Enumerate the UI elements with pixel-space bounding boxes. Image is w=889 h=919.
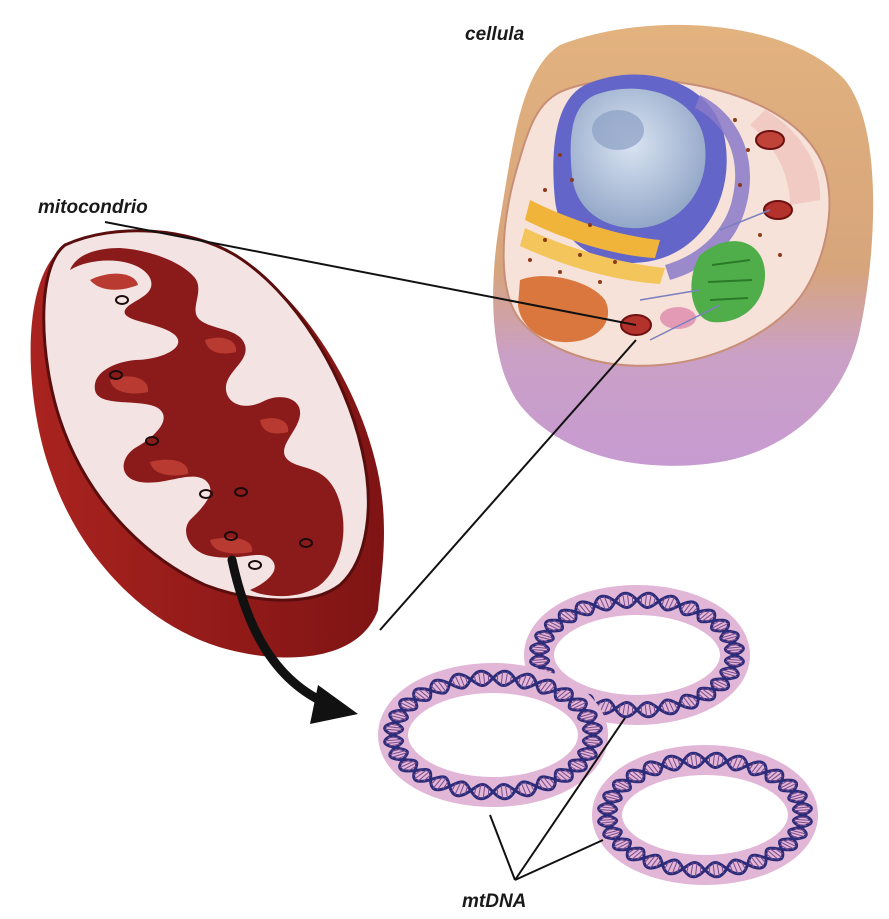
- nucleolus: [592, 110, 644, 150]
- mtdna-label: mtDNA: [462, 891, 526, 912]
- cell-illustration: [493, 25, 873, 466]
- base-pair: [488, 674, 489, 683]
- mtdna-ring: [599, 753, 812, 877]
- mtdna-ring-halo: [607, 760, 803, 870]
- mtdna-ring: [385, 671, 602, 799]
- mitochondrion-label: mitocondrio: [38, 197, 148, 218]
- arrow-head-icon: [310, 685, 358, 724]
- cell-label: cellula: [465, 24, 525, 45]
- cell-mitochondrion: [756, 131, 784, 149]
- mitochondrion-illustration: [31, 231, 384, 658]
- mtdna-rings: [385, 593, 812, 877]
- mtdna-ring-halo: [393, 678, 593, 792]
- base-pair: [497, 788, 498, 797]
- base-pair: [497, 674, 498, 683]
- base-pair: [488, 788, 489, 797]
- mtdna-leader-line: [490, 815, 515, 880]
